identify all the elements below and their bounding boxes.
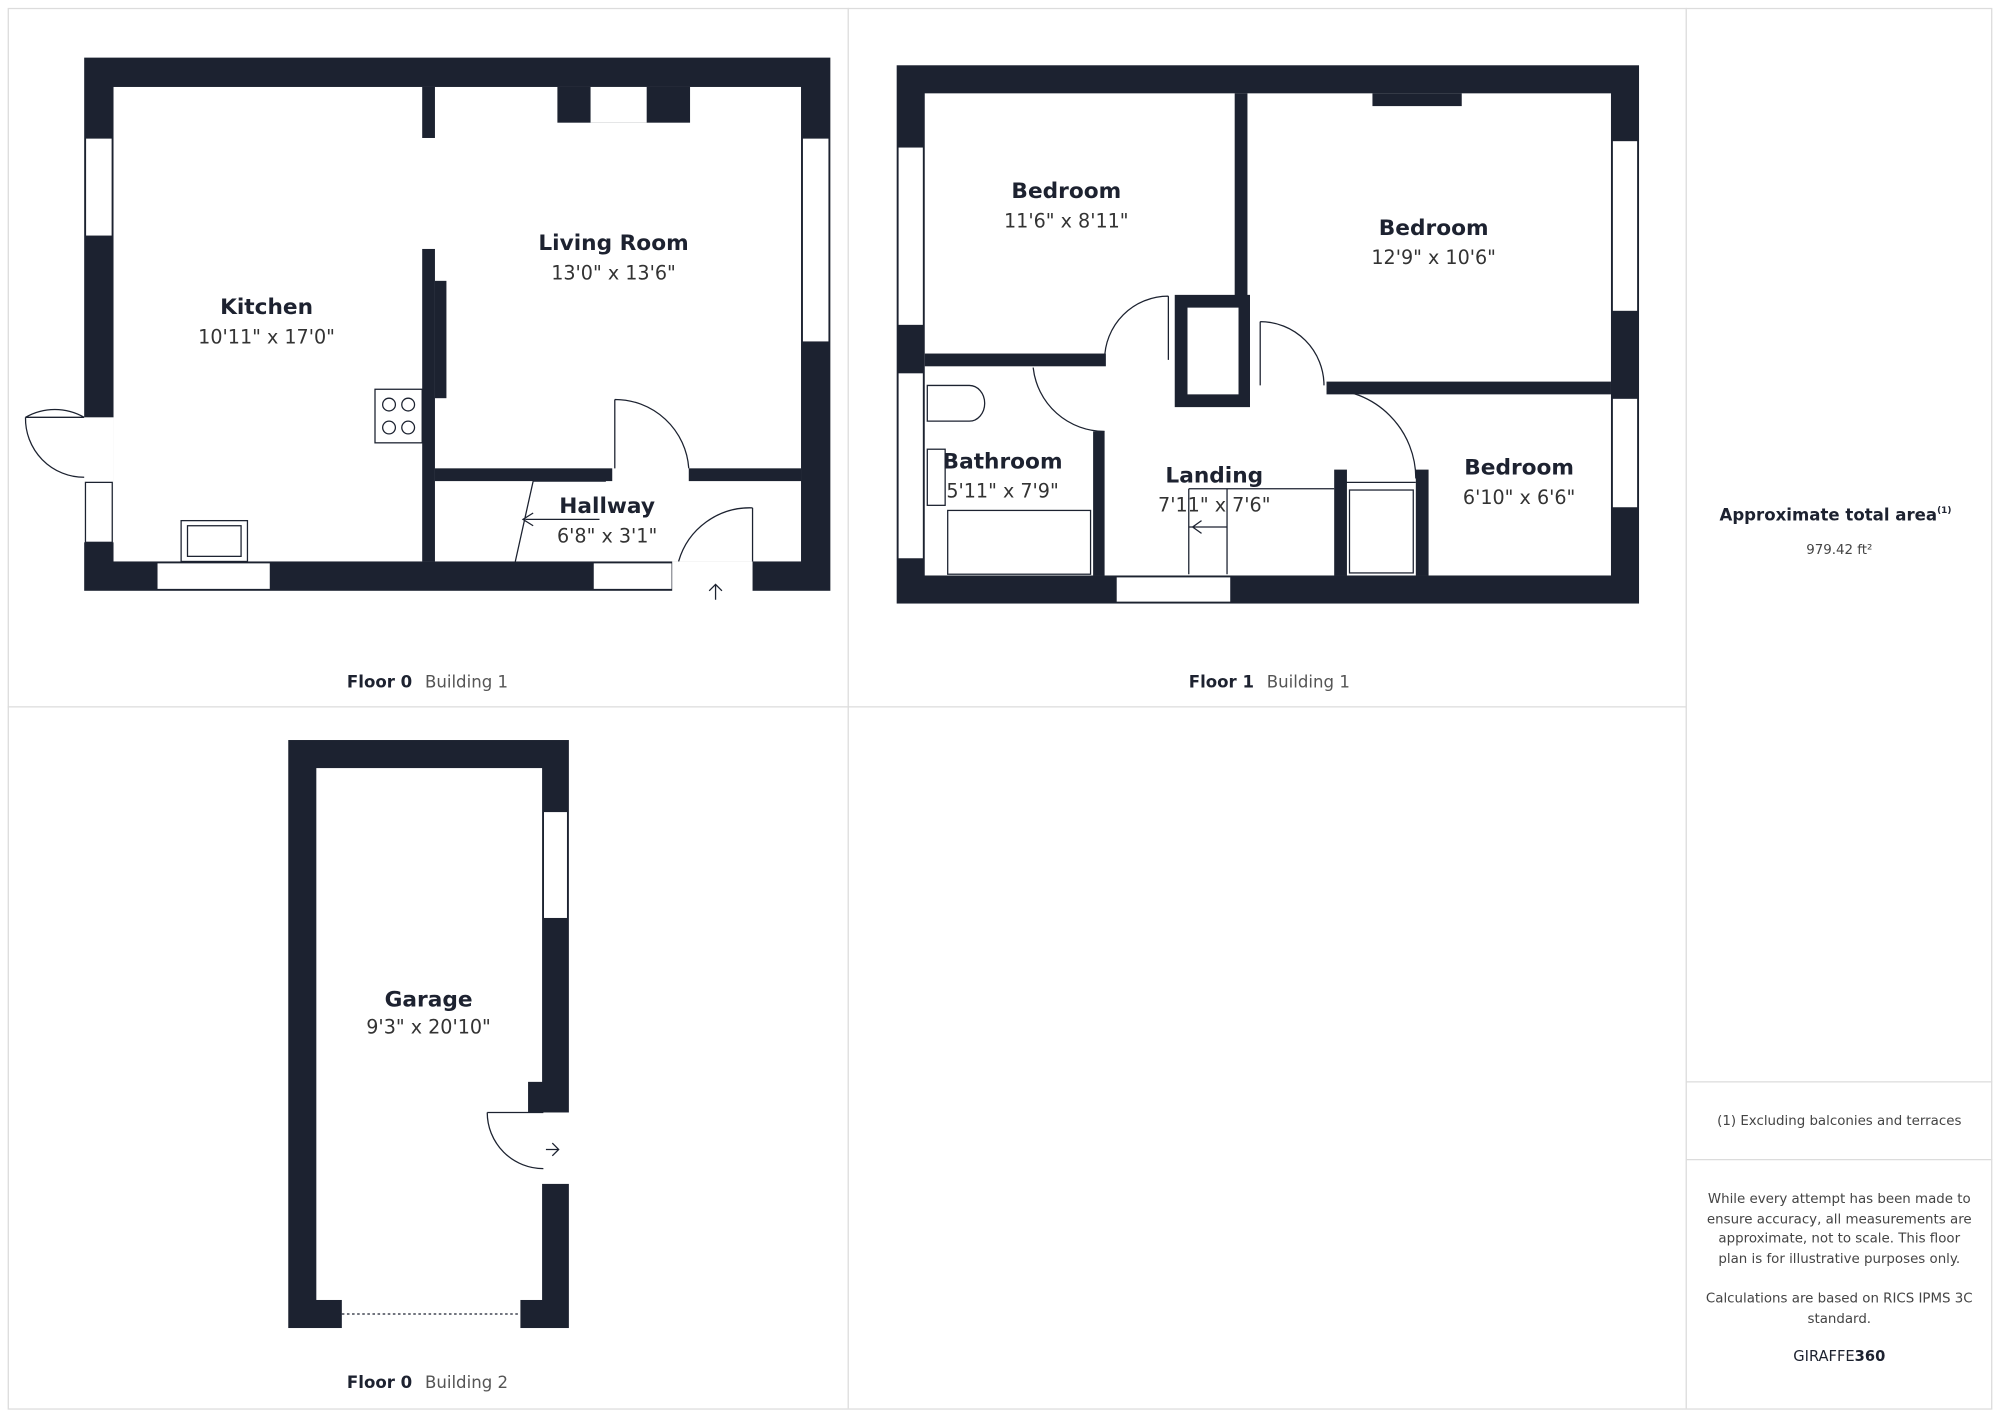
room-size: 6'8" x 3'1"	[557, 524, 657, 547]
room-size: 7'11" x 7'6"	[1158, 494, 1270, 517]
plan-floor0-building2	[288, 740, 572, 1330]
disclaimer-line: approximate, not to scale. This floor	[1718, 1232, 1960, 1247]
room-name: Kitchen	[220, 295, 313, 320]
disclaimer-line: ensure accuracy, all measurements are	[1707, 1212, 1972, 1227]
room-size: 5'11" x 7'9"	[946, 480, 1058, 503]
room-name: Bedroom	[1011, 179, 1121, 204]
disclaimer-line: While every attempt has been made to	[1708, 1192, 1971, 1207]
plan-floor1-building1	[896, 65, 1640, 604]
plan-floor0-building1	[24, 57, 831, 600]
room-size: 12'9" x 10'6"	[1371, 246, 1496, 269]
room-name: Bedroom	[1379, 216, 1489, 241]
room-name: Bathroom	[943, 449, 1063, 474]
total-area-title: Approximate total area(1)	[1719, 506, 1951, 525]
total-area-value: 979.42 ft²	[1806, 543, 1872, 558]
room-name: Hallway	[559, 494, 655, 519]
calc-note-line: standard.	[1807, 1312, 1871, 1327]
giraffe360-logo: GIRAFFE360	[1793, 1348, 1885, 1365]
room-name: Landing	[1165, 463, 1263, 488]
room-name: Garage	[385, 988, 473, 1013]
room-size: 10'11" x 17'0"	[198, 325, 335, 348]
room-size: 11'6" x 8'11"	[1004, 209, 1129, 232]
room-size: 13'0" x 13'6"	[551, 262, 676, 285]
sheet-border	[7, 7, 1993, 1410]
room-size: 6'10" x 6'6"	[1463, 486, 1575, 509]
room-name: Living Room	[538, 231, 688, 256]
calc-note-line: Calculations are based on RICS IPMS 3C	[1706, 1292, 1973, 1307]
room-name: Bedroom	[1464, 456, 1574, 481]
room-size: 9'3" x 20'10"	[366, 1015, 491, 1038]
disclaimer-line: plan is for illustrative purposes only.	[1718, 1252, 1960, 1267]
footnote: (1) Excluding balconies and terraces	[1717, 1114, 1961, 1129]
